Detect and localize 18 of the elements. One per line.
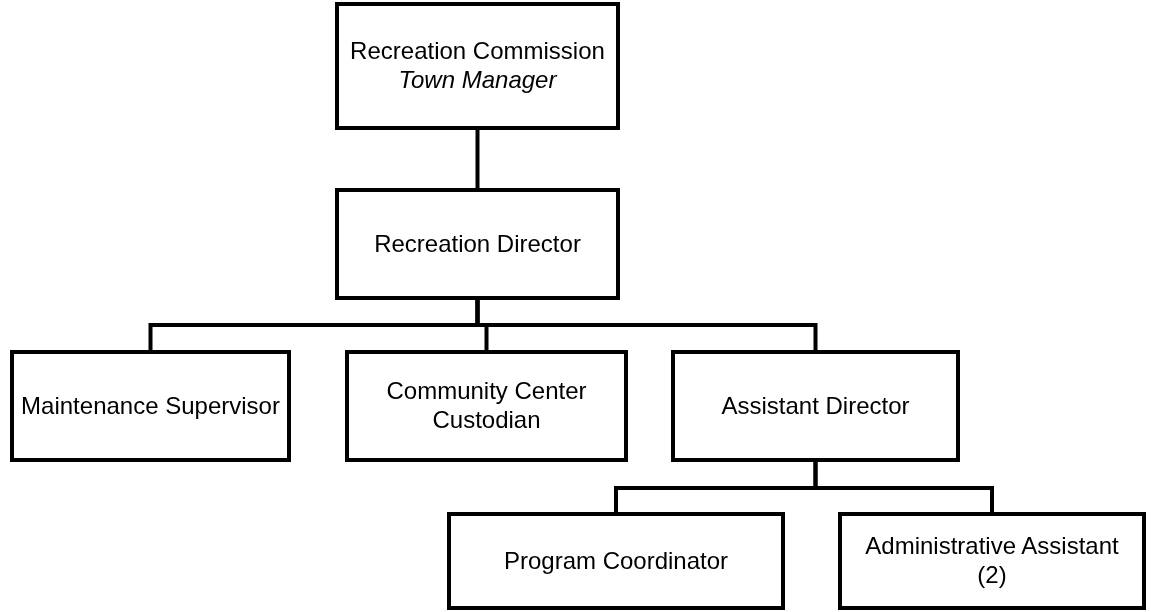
position-subtitle: Town Manager	[398, 66, 557, 95]
connector-line	[475, 130, 480, 188]
position-box	[335, 188, 620, 300]
position-box	[671, 350, 960, 462]
position-box	[10, 350, 291, 462]
position-title: Administrative Assistant (2)	[864, 532, 1120, 590]
position-title: Maintenance Supervisor	[21, 391, 280, 421]
position-title: Recreation Commission	[350, 37, 605, 66]
connector-line	[475, 300, 818, 350]
position-title: Program Coordinator	[503, 546, 729, 576]
position-title: Assistant Director	[721, 391, 910, 421]
position-box	[335, 2, 620, 130]
position-box	[838, 512, 1146, 610]
connector-line	[813, 462, 994, 512]
position-title: Recreation Director	[374, 229, 581, 259]
position-title: Community Center Custodian	[385, 377, 588, 435]
position-box	[345, 350, 628, 462]
position-box	[447, 512, 785, 610]
